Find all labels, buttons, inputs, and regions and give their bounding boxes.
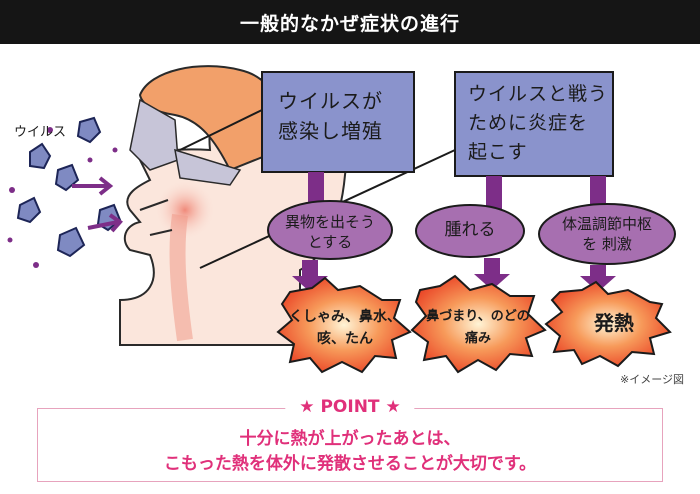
down-arrow — [292, 260, 328, 292]
virus-icon — [56, 226, 86, 258]
infection-line1: ウイルスが — [278, 89, 383, 113]
symptom-2-line2: 痛み — [464, 331, 491, 346]
connector-bar — [308, 172, 324, 204]
inflammation-box — [454, 71, 614, 177]
process-pill-2 — [415, 204, 525, 258]
image-note: ※イメージ図 — [620, 373, 684, 386]
process-3-line1: 体温調節中枢 — [561, 215, 652, 233]
infection-box — [261, 71, 415, 173]
inflammation-line1: ウイルスと戦う — [468, 83, 609, 105]
infection-line2: 感染し増殖 — [278, 119, 383, 143]
process-2-line1: 腫れる — [444, 220, 496, 240]
symptom-text-3: 発熱 — [566, 312, 662, 334]
inflow-arrows — [72, 176, 123, 233]
connector-bar — [590, 176, 606, 210]
page-title: 一般的なかぜ症状の進行 — [239, 12, 460, 35]
symptom-burst-2 — [410, 274, 547, 374]
symptom-text-2: 鼻づまり、のどの 痛み — [416, 306, 540, 350]
point-box: ★ POINT ★ 十分に熱が上がったあとは、 こもった熱を体外に発散させること… — [37, 397, 663, 482]
infection-box-text: ウイルスが 感染し増殖 — [278, 86, 383, 146]
process-text-3: 体温調節中枢 を 刺激 — [542, 214, 672, 254]
callout-line — [179, 109, 263, 151]
illustration — [7, 65, 676, 374]
virus-particles — [7, 127, 118, 268]
point-line2: こもった熱を体外に発散させることが大切です。 — [163, 454, 537, 474]
point-heading: ★ POINT ★ — [285, 397, 415, 417]
inflammation-line3: 起こす — [468, 141, 528, 163]
symptom-1-line2: 咳、たん — [317, 331, 373, 347]
process-1-line1: 異物を出そう — [284, 213, 375, 231]
point-line1: 十分に熱が上がったあとは、 — [239, 429, 461, 449]
symptom-3-line1: 発熱 — [594, 311, 634, 335]
symptom-burst-3 — [544, 280, 672, 368]
symptom-2-line1: 鼻づまり、のどの — [426, 309, 530, 324]
process-pill-3 — [538, 203, 676, 265]
inflammation-line2: ために炎症を — [468, 112, 589, 134]
symptom-text-1: くしゃみ、鼻水、 咳、たん — [286, 306, 404, 350]
virus-icon — [76, 116, 102, 144]
process-3-line2: を 刺激 — [582, 235, 632, 253]
process-pill-1 — [267, 200, 393, 260]
virus-icon — [29, 142, 52, 170]
process-text-1: 異物を出そう とする — [272, 212, 388, 252]
symptom-1-line1: くしゃみ、鼻水、 — [289, 309, 401, 325]
down-arrow — [474, 258, 510, 290]
process-1-line2: とする — [307, 233, 353, 251]
point-body: 十分に熱が上がったあとは、 こもった熱を体外に発散させることが大切です。 — [38, 427, 662, 477]
connector-bar — [486, 176, 502, 210]
virus-icon — [16, 196, 42, 224]
inflammation-box-text: ウイルスと戦う ために炎症を 起こす — [468, 80, 608, 167]
process-text-2: 腫れる — [418, 220, 522, 240]
virus-label: ウイルス — [14, 125, 67, 140]
title-bar: 一般的なかぜ症状の進行 — [0, 0, 700, 44]
symptom-burst-1 — [276, 276, 412, 374]
